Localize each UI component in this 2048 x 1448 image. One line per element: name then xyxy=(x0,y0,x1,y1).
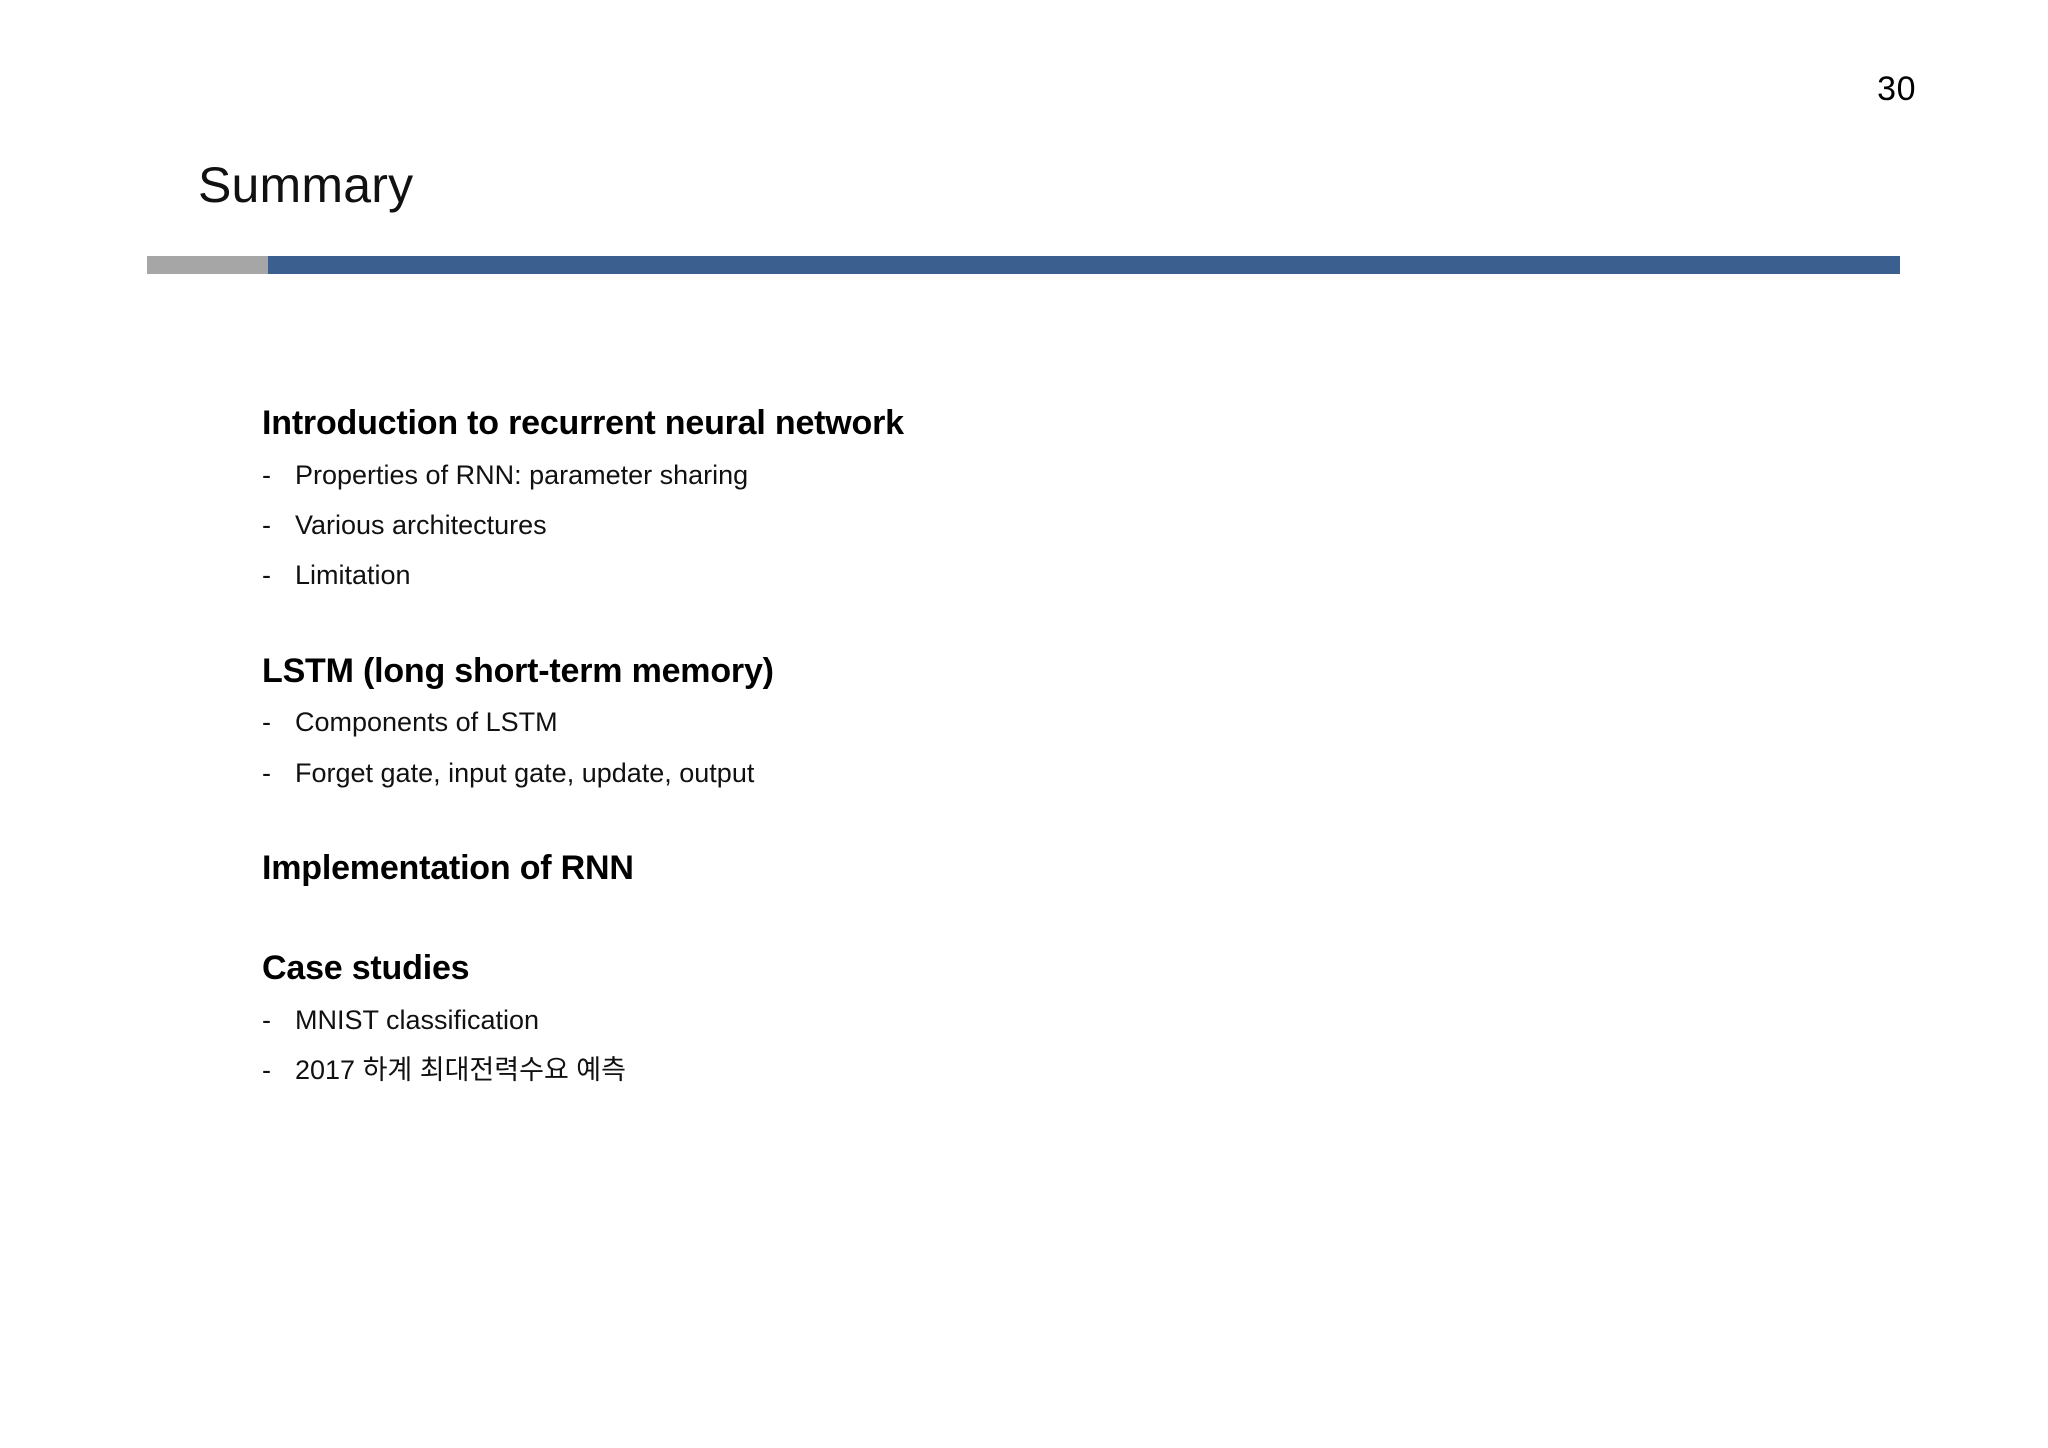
bullet-text: MNIST classification xyxy=(295,1004,540,1035)
bullet-dash-marker: - xyxy=(262,560,271,591)
list-item: - Various architectures xyxy=(262,509,1762,541)
list-item: - Forget gate, input gate, update, outpu… xyxy=(262,757,1762,789)
bullet-text: Properties of RNN: parameter sharing xyxy=(295,459,749,490)
slide-body: Introduction to recurrent neural network… xyxy=(262,402,1762,1087)
section-implementation-of-rnn: Implementation of RNN xyxy=(262,847,1762,890)
page-number: 30 xyxy=(1877,70,1916,108)
section-heading: Case studies xyxy=(262,949,470,988)
bullet-dash-marker: - xyxy=(262,757,271,788)
page-title: Summary xyxy=(198,157,414,213)
bullet-dash-marker: - xyxy=(262,1055,271,1086)
title-divider-bar xyxy=(147,256,1900,274)
divider-blue-segment xyxy=(268,256,1900,274)
bullet-list: - Components of LSTM - Forget gate, inpu… xyxy=(262,706,1762,789)
list-item: - 2017 하계 최대전력수요 예측 xyxy=(262,1054,1762,1086)
bullet-text: Limitation xyxy=(295,560,411,591)
list-item: - Components of LSTM xyxy=(262,706,1762,738)
section-heading: LSTM (long short-term memory) xyxy=(262,651,774,690)
section-introduction-to-recurrent-neural-network: Introduction to recurrent neural network… xyxy=(262,402,1762,592)
bullet-text: 2017 하계 최대전력수요 예측 xyxy=(295,1055,626,1086)
bullet-text: Components of LSTM xyxy=(295,707,558,738)
bullet-dash-marker: - xyxy=(262,707,271,738)
bullet-text: Various architectures xyxy=(295,509,547,540)
list-item: - MNIST classification xyxy=(262,1004,1762,1036)
list-item: - Limitation xyxy=(262,559,1762,591)
list-item: - Properties of RNN: parameter sharing xyxy=(262,459,1762,491)
bullet-list: - Properties of RNN: parameter sharing -… xyxy=(262,459,1762,592)
bullet-list: - MNIST classification - 2017 하계 최대전력수요 … xyxy=(262,1004,1762,1087)
section-heading: Implementation of RNN xyxy=(262,848,634,887)
section-case-studies: Case studies - MNIST classification - 20… xyxy=(262,947,1762,1086)
bullet-dash-marker: - xyxy=(262,509,271,540)
section-heading: Introduction to recurrent neural network xyxy=(262,404,904,442)
section-lstm-long-short-term-memory: LSTM (long short-term memory) - Componen… xyxy=(262,650,1762,789)
bullet-dash-marker: - xyxy=(262,459,271,490)
bullet-text: Forget gate, input gate, update, output xyxy=(295,757,755,788)
divider-gray-segment xyxy=(147,256,268,274)
bullet-dash-marker: - xyxy=(262,1004,271,1035)
